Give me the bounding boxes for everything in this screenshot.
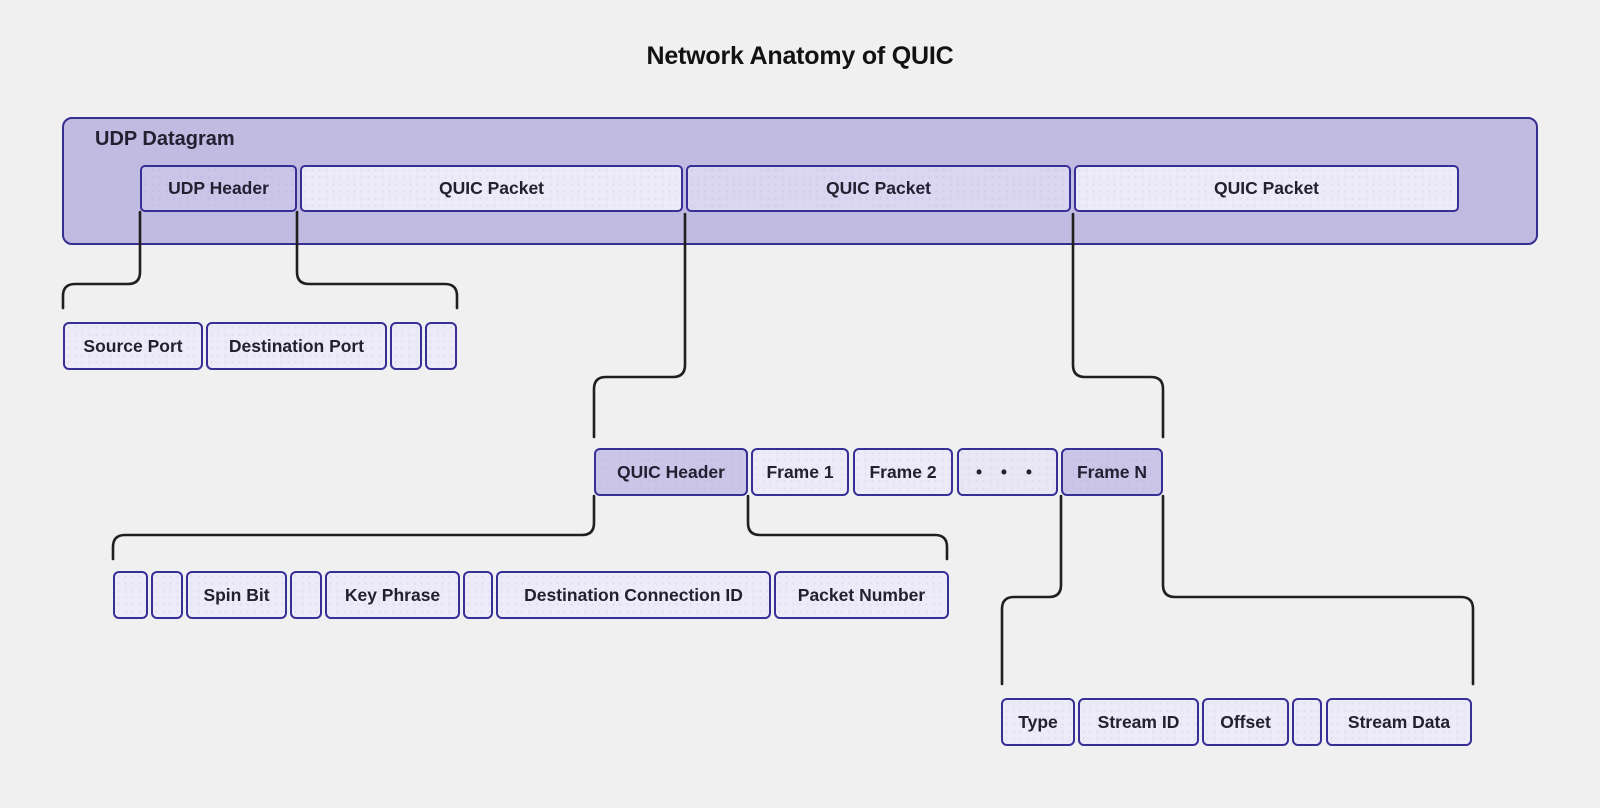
part-quic-header: QUIC Header (594, 448, 748, 496)
part-frame-n: Frame N (1061, 448, 1163, 496)
segment-quic-packet-3: QUIC Packet (1074, 165, 1459, 212)
field-destination-port: Destination Port (206, 322, 387, 370)
segment-udp-header: UDP Header (140, 165, 297, 212)
bracket-frame-n-left (1000, 494, 1063, 686)
bracket-quic-header-right (746, 494, 949, 561)
field-qh-empty-1 (113, 571, 148, 619)
field-key-phrase: Key Phrase (325, 571, 460, 619)
field-offset: Offset (1202, 698, 1289, 746)
part-frame-ellipsis: • • • (957, 448, 1058, 496)
segment-quic-packet-1: QUIC Packet (300, 165, 683, 212)
bracket-quic-header-left (111, 494, 596, 561)
udp-datagram-label: UDP Datagram (95, 128, 235, 150)
part-frame-1: Frame 1 (751, 448, 849, 496)
field-source-port: Source Port (63, 322, 203, 370)
field-destination-connection-id: Destination Connection ID (496, 571, 771, 619)
part-frame-2: Frame 2 (853, 448, 953, 496)
bracket-udp-header-right (295, 210, 459, 310)
diagram-title: Network Anatomy of QUIC (646, 42, 954, 70)
field-udp-empty-1 (390, 322, 422, 370)
field-udp-empty-2 (425, 322, 457, 370)
field-stream-id: Stream ID (1078, 698, 1199, 746)
field-spin-bit: Spin Bit (186, 571, 287, 619)
field-qh-empty-4 (463, 571, 493, 619)
field-type: Type (1001, 698, 1075, 746)
field-packet-number: Packet Number (774, 571, 949, 619)
bracket-quic-packet-left (592, 212, 687, 439)
bracket-udp-header-left (61, 210, 142, 310)
field-frame-empty-1 (1292, 698, 1322, 746)
field-qh-empty-3 (290, 571, 322, 619)
field-stream-data: Stream Data (1326, 698, 1472, 746)
bracket-quic-packet-right (1071, 212, 1165, 439)
segment-quic-packet-2: QUIC Packet (686, 165, 1071, 212)
bracket-frame-n-right (1161, 494, 1475, 686)
field-qh-empty-2 (151, 571, 183, 619)
